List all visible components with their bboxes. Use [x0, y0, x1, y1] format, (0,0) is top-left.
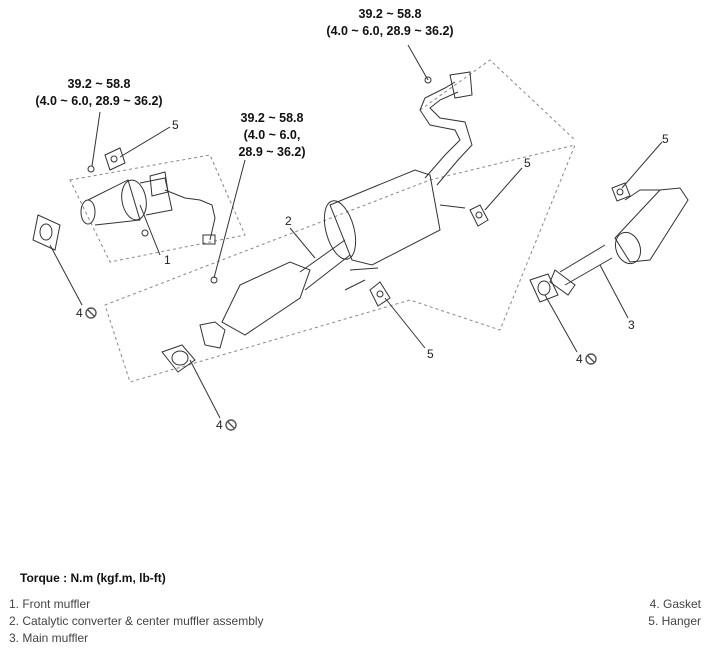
- leader-5b: [484, 167, 523, 211]
- leader-torque-left: [91, 111, 101, 167]
- torque-value: 39.2 ~ 58.8: [358, 7, 422, 21]
- callout-5-front: 5: [172, 118, 179, 132]
- gasket-rear: [529, 273, 559, 303]
- leader-2: [289, 227, 316, 259]
- callout-5-rear: 5: [662, 132, 669, 146]
- torque-value-alt: 28.9 ~ 36.2): [238, 145, 306, 159]
- front-muffler-part: [80, 171, 216, 245]
- front-bolt: [141, 229, 149, 237]
- upper-pipe-dash-outline: [419, 59, 576, 141]
- center-muffler-part: [323, 71, 473, 291]
- legend-item: 4. Gasket: [649, 597, 701, 611]
- torque-value-alt: (4.0 ~ 6.0,: [243, 128, 301, 142]
- legend-item: 2. Catalytic converter & center muffler …: [9, 614, 264, 628]
- torque-value-alt: (4.0 ~ 6.0, 28.9 ~ 36.2): [326, 24, 454, 38]
- hanger-center-bottom: [369, 281, 391, 307]
- leader-torque-top: [407, 44, 429, 81]
- leader-1: [139, 204, 161, 256]
- legend-item: 1. Front muffler: [9, 597, 91, 611]
- callout-5-center-right: 5: [524, 156, 531, 170]
- hanger-rear: [611, 182, 631, 202]
- front-muffler-dash-outline: [69, 154, 246, 263]
- hanger-front: [87, 147, 126, 173]
- gasket-front: [32, 214, 61, 251]
- no-reuse-icon: [585, 353, 597, 365]
- torque-label-middle: 39.2 ~ 58.8 (4.0 ~ 6.0, 28.9 ~ 36.2): [222, 110, 322, 161]
- no-reuse-icon: [225, 419, 237, 431]
- main-muffler-part: [549, 187, 689, 296]
- leader-5d: [621, 141, 663, 189]
- torque-value-alt: (4.0 ~ 6.0, 28.9 ~ 36.2): [35, 94, 163, 108]
- torque-label-top: 39.2 ~ 58.8 (4.0 ~ 6.0, 28.9 ~ 36.2): [315, 6, 465, 40]
- legend-item: 3. Main muffler: [9, 631, 89, 645]
- torque-label-left: 39.2 ~ 58.8 (4.0 ~ 6.0, 28.9 ~ 36.2): [24, 76, 174, 110]
- legend-right: 4. Gasket 5. Hanger: [648, 596, 701, 630]
- catalytic-converter-part: [199, 239, 351, 349]
- leader-4c: [544, 294, 578, 353]
- leader-4b: [189, 359, 221, 419]
- hanger-center-right: [469, 204, 489, 227]
- leader-torque-mid: [213, 159, 246, 279]
- callout-4-rear: 4: [576, 352, 583, 366]
- upper-nut: [424, 76, 432, 84]
- callout-5-center-bottom: 5: [427, 347, 434, 361]
- leader-3: [599, 264, 629, 319]
- callout-3: 3: [628, 318, 635, 332]
- legend-item: 5. Hanger: [648, 614, 701, 628]
- legend-left: 1. Front muffler 2. Catalytic converter …: [9, 596, 264, 647]
- leader-5c: [384, 297, 426, 349]
- callout-4-center: 4: [216, 418, 223, 432]
- torque-value: 39.2 ~ 58.8: [67, 77, 131, 91]
- leader-4a: [49, 244, 83, 306]
- center-assembly-dash-outline: [104, 144, 576, 383]
- callout-2: 2: [285, 214, 292, 228]
- gasket-center: [161, 344, 196, 373]
- torque-unit-note: Torque : N.m (kgf.m, lb-ft): [20, 571, 166, 585]
- exhaust-system-diagram: [32, 44, 689, 431]
- callout-1: 1: [164, 253, 171, 267]
- no-reuse-icon: [85, 307, 97, 319]
- torque-value: 39.2 ~ 58.8: [240, 111, 304, 125]
- leader-5a: [119, 126, 171, 158]
- callout-4-front: 4: [76, 306, 83, 320]
